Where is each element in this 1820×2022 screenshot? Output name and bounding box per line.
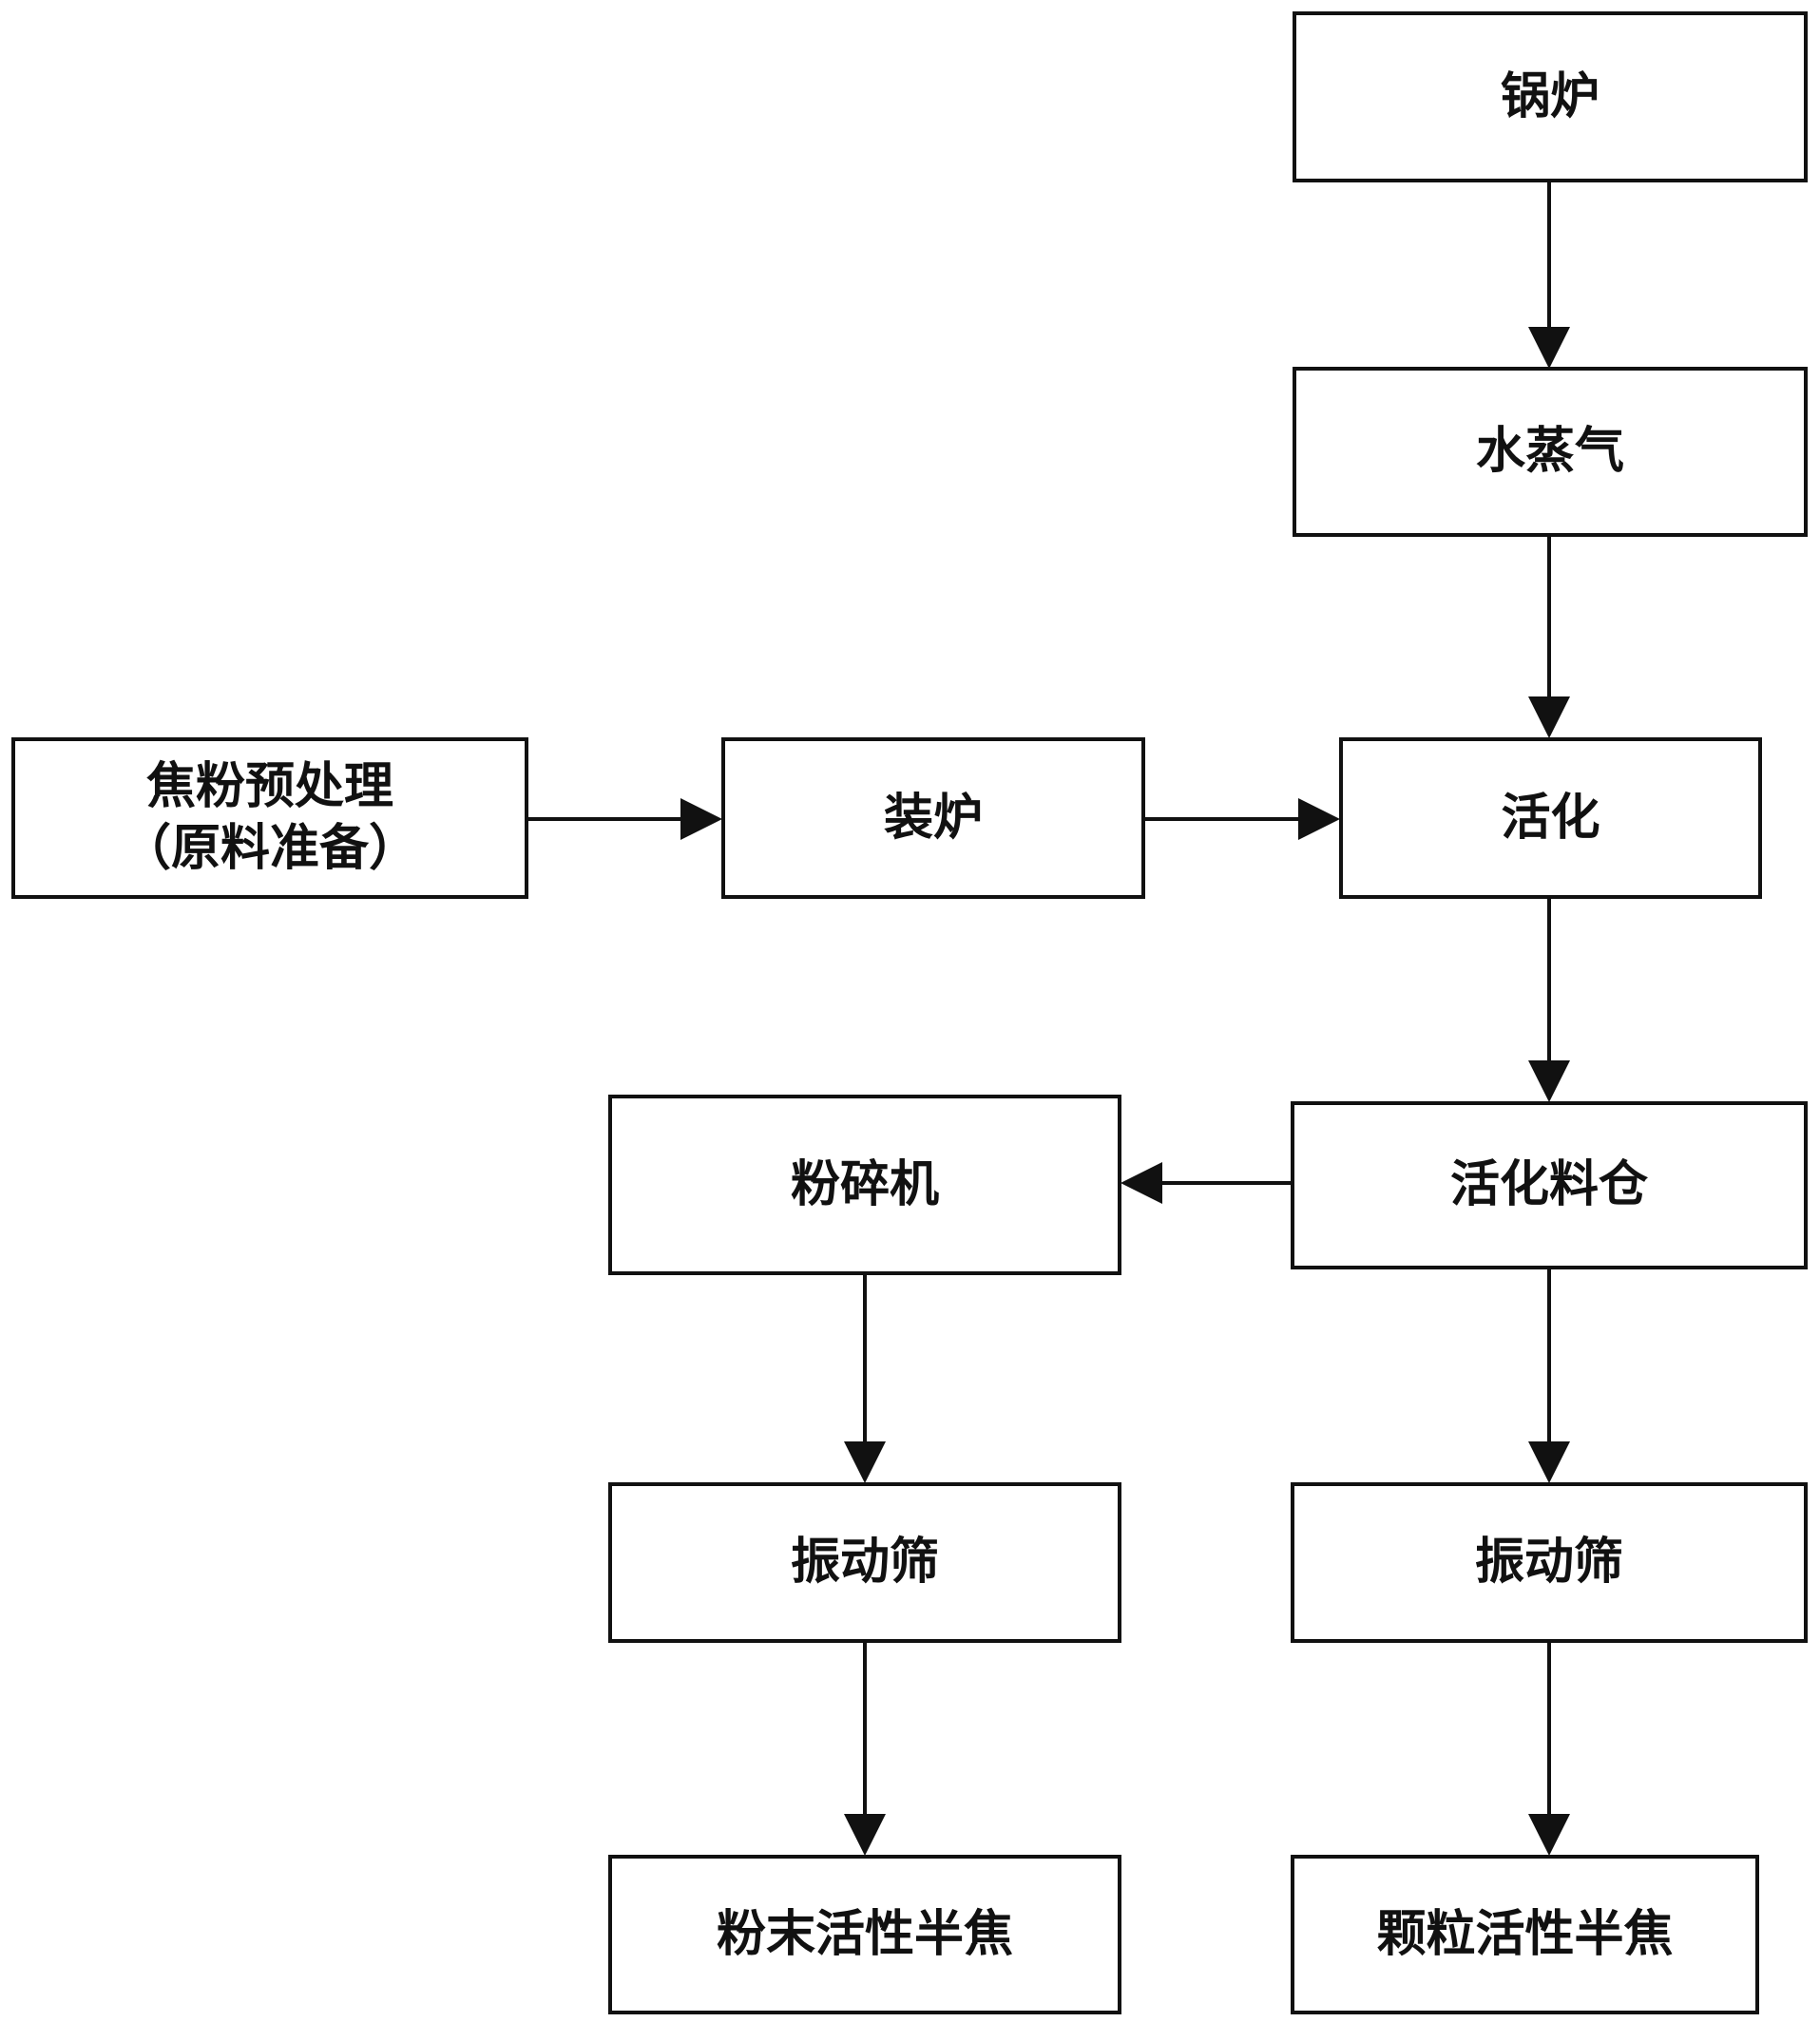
node-coke-pretreatment: 焦粉预处理 （原料准备）: [11, 737, 528, 899]
node-powder-product: 粉末活性半焦: [608, 1855, 1121, 2014]
node-steam-label: 水蒸气: [1475, 423, 1624, 480]
node-steam: 水蒸气: [1293, 367, 1808, 537]
node-charging: 装炉: [721, 737, 1145, 899]
node-crusher-label: 粉碎机: [790, 1155, 939, 1213]
node-activated-silo-label: 活化料仓: [1449, 1156, 1648, 1213]
node-granular-product: 颗粒活性半焦: [1291, 1855, 1759, 2014]
node-activation: 活化: [1339, 737, 1762, 899]
node-vibrating-screen-left-label: 振动筛: [790, 1534, 939, 1591]
node-coke-pretreatment-sublabel: （原料准备）: [121, 820, 418, 877]
node-vibrating-screen-right-label: 振动筛: [1474, 1534, 1623, 1591]
node-coke-pretreatment-label: 焦粉预处理: [145, 758, 393, 815]
node-powder-product-label: 粉末活性半焦: [716, 1905, 1013, 1963]
node-activation-label: 活化: [1501, 789, 1600, 847]
node-granular-product-label: 颗粒活性半焦: [1376, 1905, 1674, 1963]
node-vibrating-screen-right: 振动筛: [1291, 1482, 1808, 1643]
node-crusher: 粉碎机: [608, 1095, 1121, 1275]
node-charging-label: 装炉: [883, 789, 983, 847]
node-boiler-label: 锅炉: [1500, 67, 1600, 125]
node-boiler: 锅炉: [1293, 11, 1808, 182]
node-activated-silo: 活化料仓: [1291, 1101, 1808, 1269]
node-vibrating-screen-left: 振动筛: [608, 1482, 1121, 1643]
